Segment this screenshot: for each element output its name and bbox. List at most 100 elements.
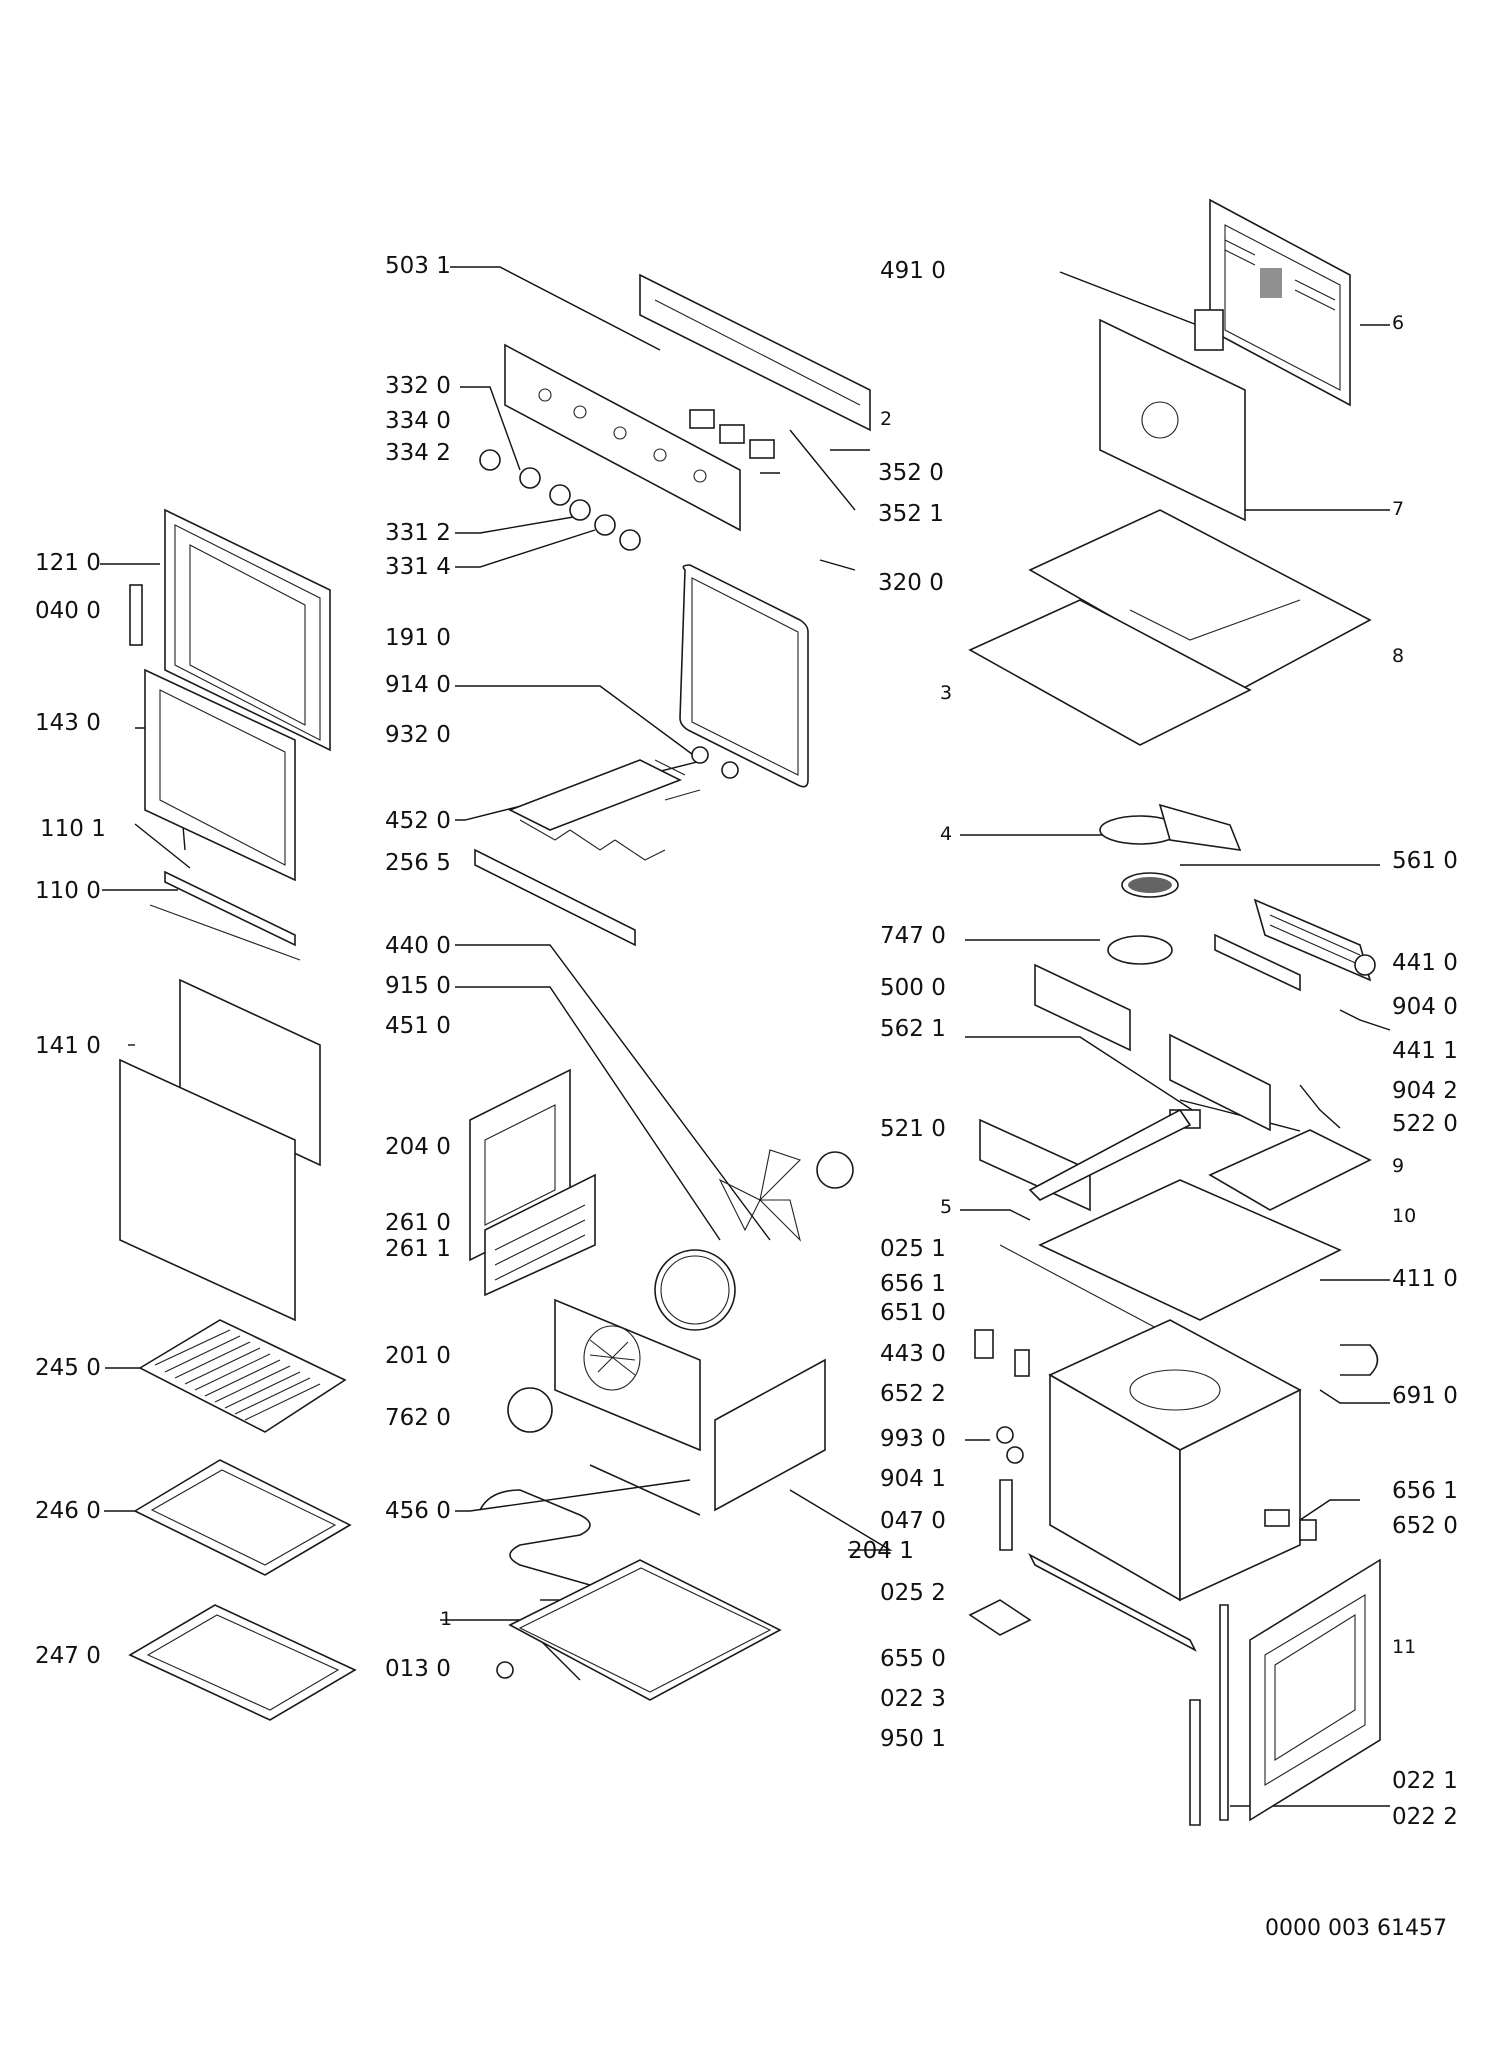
part-label-656-1b: 656 1 bbox=[1392, 1478, 1458, 1504]
control-panel-front bbox=[504, 343, 775, 532]
cavity-roof bbox=[999, 1179, 1342, 1331]
roasting-pan bbox=[128, 1604, 357, 1721]
part-label-334-0: 334 0 bbox=[385, 408, 451, 434]
oven-cavity bbox=[1048, 1319, 1302, 1602]
part-label-7: 7 bbox=[1392, 498, 1405, 520]
part-label-320-0: 320 0 bbox=[878, 570, 944, 596]
part-label-747-0: 747 0 bbox=[880, 923, 946, 949]
part-label-441-0: 441 0 bbox=[1392, 950, 1458, 976]
part-label-9: 9 bbox=[1392, 1155, 1405, 1177]
part-label-352-0: 352 0 bbox=[878, 460, 944, 486]
part-label-904-1: 904 1 bbox=[880, 1466, 946, 1492]
part-label-5: 5 bbox=[940, 1196, 953, 1218]
part-label-3: 3 bbox=[940, 682, 953, 704]
front-frame bbox=[1028, 1553, 1229, 1826]
side-plates bbox=[1028, 1108, 1372, 1211]
part-label-993-0: 993 0 bbox=[880, 1426, 946, 1452]
part-label-013-0: 013 0 bbox=[385, 1656, 451, 1682]
door-panel bbox=[119, 978, 321, 1322]
part-label-904-2: 904 2 bbox=[1392, 1078, 1458, 1104]
part-label-655-0: 655 0 bbox=[880, 1646, 946, 1672]
part-label-503-1: 503 1 bbox=[385, 253, 451, 279]
outer-door bbox=[129, 508, 331, 752]
part-label-247-0: 247 0 bbox=[35, 1643, 101, 1669]
part-label-022-2: 022 2 bbox=[1392, 1804, 1458, 1830]
part-label-441-1: 441 1 bbox=[1392, 1038, 1458, 1064]
part-label-331-2: 331 2 bbox=[385, 520, 451, 546]
part-label-110-1: 110 1 bbox=[40, 816, 106, 842]
part-label-141-0: 141 0 bbox=[35, 1033, 101, 1059]
part-label-691-0: 691 0 bbox=[1392, 1383, 1458, 1409]
part-label-025-2: 025 2 bbox=[880, 1580, 946, 1606]
fan-cover bbox=[507, 1298, 701, 1452]
cooling-frame bbox=[1099, 309, 1246, 522]
part-label-040-0: 040 0 bbox=[35, 598, 101, 624]
control-panel-top bbox=[639, 273, 871, 432]
rear-panel bbox=[469, 1068, 596, 1297]
part-label-246-0: 246 0 bbox=[35, 1498, 101, 1524]
part-label-6: 6 bbox=[1392, 312, 1405, 334]
part-label-191-0: 191 0 bbox=[385, 625, 451, 651]
part-label-047-0: 047 0 bbox=[880, 1508, 946, 1534]
part-label-500-0: 500 0 bbox=[880, 975, 946, 1001]
rating-plate-panel bbox=[1209, 198, 1351, 407]
small-components bbox=[968, 1329, 1379, 1636]
part-label-11: 11 bbox=[1392, 1636, 1417, 1658]
part-label-451-0: 451 0 bbox=[385, 1013, 451, 1039]
top-cover bbox=[968, 509, 1372, 746]
part-label-762-0: 762 0 bbox=[385, 1405, 451, 1431]
shelf-guide bbox=[474, 759, 682, 947]
part-label-656-1a: 656 1 bbox=[880, 1271, 946, 1297]
part-label-334-2: 334 2 bbox=[385, 440, 451, 466]
part-label-904-0: 904 0 bbox=[1392, 994, 1458, 1020]
part-label-10: 10 bbox=[1392, 1205, 1417, 1227]
part-label-022-3: 022 3 bbox=[880, 1686, 946, 1712]
part-label-651-0: 651 0 bbox=[880, 1300, 946, 1326]
part-label-245-0: 245 0 bbox=[35, 1355, 101, 1381]
part-label-456-0: 456 0 bbox=[385, 1498, 451, 1524]
part-label-143-0: 143 0 bbox=[35, 710, 101, 736]
part-label-121-0: 121 0 bbox=[35, 550, 101, 576]
part-label-440-0: 440 0 bbox=[385, 933, 451, 959]
part-label-352-1: 352 1 bbox=[878, 501, 944, 527]
lamp-parts bbox=[654, 746, 739, 801]
part-label-443-0: 443 0 bbox=[880, 1341, 946, 1367]
part-label-491-0: 491 0 bbox=[880, 258, 946, 284]
part-label-914-0: 914 0 bbox=[385, 672, 451, 698]
door-trim bbox=[149, 870, 301, 961]
part-label-452-0: 452 0 bbox=[385, 808, 451, 834]
part-label-562-1: 562 1 bbox=[880, 1016, 946, 1042]
part-label-561-0: 561 0 bbox=[1392, 848, 1458, 874]
part-label-932-0: 932 0 bbox=[385, 722, 451, 748]
part-label-652-2: 652 2 bbox=[880, 1381, 946, 1407]
part-label-110-0: 110 0 bbox=[35, 878, 101, 904]
part-label-022-1: 022 1 bbox=[1392, 1768, 1458, 1794]
blower-duct bbox=[1099, 803, 1242, 965]
part-label-652-0: 652 0 bbox=[1392, 1513, 1458, 1539]
circular-heater bbox=[654, 1249, 736, 1331]
part-label-411-0: 411 0 bbox=[1392, 1266, 1458, 1292]
part-label-204-1: 204 1 bbox=[848, 1538, 914, 1564]
door-hinge-frame bbox=[1249, 1509, 1381, 1822]
side-panel bbox=[714, 1358, 826, 1512]
part-label-521-0: 521 0 bbox=[880, 1116, 946, 1142]
part-label-261-1: 261 1 bbox=[385, 1236, 451, 1262]
footer-document-code: 0000 003 61457 bbox=[1265, 1916, 1447, 1941]
door-seal bbox=[679, 564, 809, 788]
part-label-4: 4 bbox=[940, 823, 953, 845]
part-label-1: 1 bbox=[440, 1608, 453, 1630]
baking-tray bbox=[133, 1459, 352, 1576]
inner-door-glass bbox=[144, 668, 296, 882]
control-knobs bbox=[479, 449, 641, 551]
part-label-950-1: 950 1 bbox=[880, 1726, 946, 1752]
part-label-025-1: 025 1 bbox=[880, 1236, 946, 1262]
part-label-256-5: 256 5 bbox=[385, 850, 451, 876]
tangential-fan bbox=[1214, 898, 1376, 992]
part-label-522-0: 522 0 bbox=[1392, 1111, 1458, 1137]
part-label-8: 8 bbox=[1392, 645, 1405, 667]
part-label-2: 2 bbox=[880, 408, 893, 430]
part-label-332-0: 332 0 bbox=[385, 373, 451, 399]
part-label-204-0: 204 0 bbox=[385, 1134, 451, 1160]
